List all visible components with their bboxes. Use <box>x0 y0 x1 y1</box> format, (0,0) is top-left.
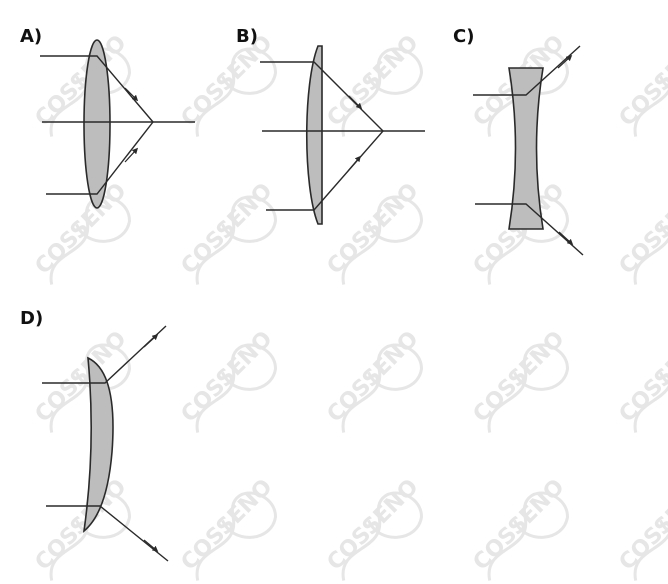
option-c-arrow-top <box>557 54 573 69</box>
watermark-text: COSSENO <box>615 327 668 428</box>
watermark-text: COSSENO <box>31 327 132 428</box>
watermark-text: COSSENO <box>177 179 278 280</box>
watermark-logo: COSSENO <box>615 327 668 433</box>
option-c-ray-top <box>473 45 581 96</box>
option-d-ray-bottom <box>46 505 169 562</box>
option-d-lens <box>82 356 114 533</box>
option-a-ray-bottom <box>46 121 154 195</box>
watermark-logo: COSSENO <box>323 327 424 433</box>
watermark-text: COSSENO <box>177 31 278 132</box>
option-b-ray-bottom <box>266 130 384 211</box>
watermark-text: COSSENO <box>177 327 278 428</box>
option-a-lens <box>83 39 111 209</box>
option-a: A) <box>20 26 195 209</box>
watermark-logo: COSSENO <box>469 475 570 581</box>
option-c-lens <box>508 67 544 230</box>
watermark-text: COSSENO <box>469 475 570 576</box>
watermark-text: COSSENO <box>323 475 424 576</box>
watermark-text: COSSENO <box>469 327 570 428</box>
option-b-lens <box>305 45 323 225</box>
watermark-text: COSSENO <box>31 31 132 132</box>
option-c-arrow-bottom <box>558 231 574 246</box>
watermark-logo: COSSENO <box>177 179 278 285</box>
watermark-logo: COSSENO <box>615 31 668 137</box>
option-c-ray-bottom <box>475 203 584 256</box>
watermark-layer: COSSENO COSSENO COSSENO COSSENO COSSENO COSSE… <box>31 31 668 581</box>
option-d-label: D) <box>20 308 43 329</box>
watermark-logo: COSSENO <box>323 31 424 137</box>
watermark-logo: COSSENO <box>31 327 132 433</box>
option-a-arrow-top <box>124 87 139 102</box>
watermark-logo: COSSENO <box>177 475 278 581</box>
option-b-label: B) <box>236 26 258 47</box>
watermark-logo: COSSENO <box>615 179 668 285</box>
watermark-text: COSSENO <box>323 327 424 428</box>
option-a-label: A) <box>20 26 42 47</box>
option-b-arrow-top <box>348 95 363 110</box>
watermark-text: COSSENO <box>323 179 424 280</box>
watermark-text: COSSENO <box>177 475 278 576</box>
watermark-text: COSSENO <box>615 31 668 132</box>
option-a-arrow-bottom <box>124 147 139 163</box>
option-c: C) <box>453 26 584 256</box>
watermark-logo: COSSENO <box>177 327 278 433</box>
watermark-logo: COSSENO <box>469 327 570 433</box>
watermark-text: COSSENO <box>31 475 132 576</box>
watermark-logo: COSSENO <box>323 179 424 285</box>
watermark-text: COSSENO <box>323 31 424 132</box>
watermark-logo: COSSENO <box>323 475 424 581</box>
watermark-logo: COSSENO <box>31 179 132 285</box>
option-d: D) <box>20 308 169 562</box>
option-b-arrow-bottom <box>347 155 361 172</box>
option-b: B) <box>236 26 425 225</box>
option-d-arrow-bottom <box>143 539 159 552</box>
watermark-logo: COSSENO <box>615 475 668 581</box>
watermark-text: COSSENO <box>615 475 668 576</box>
option-d-arrow-top <box>143 333 159 348</box>
watermark-logo: COSSENO <box>177 31 278 137</box>
option-c-label: C) <box>453 26 474 47</box>
watermark-text: COSSENO <box>615 179 668 280</box>
